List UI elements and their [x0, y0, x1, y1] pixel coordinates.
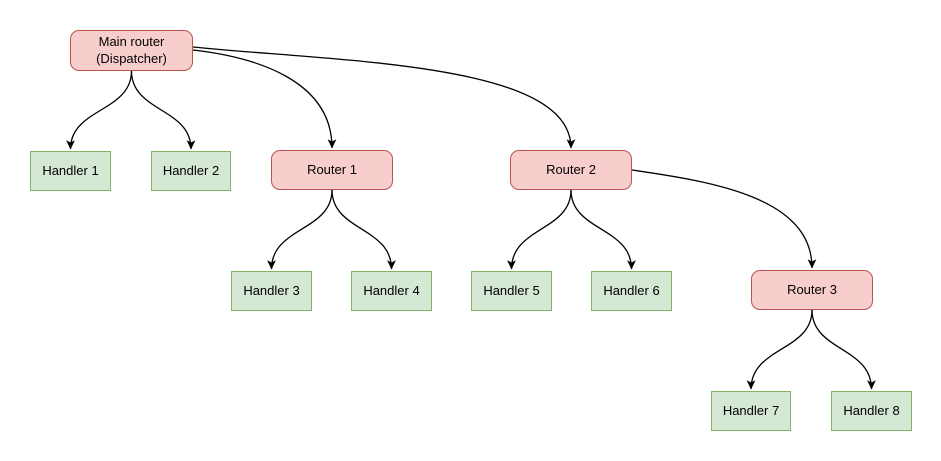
node-handler-3: Handler 3: [231, 271, 312, 311]
edge-router3-to-handler7: [746, 309, 813, 390]
node-handler-7: Handler 7: [711, 391, 791, 431]
node-handler-4-label: Handler 4: [363, 282, 420, 298]
edge-main-to-router2: [192, 46, 576, 149]
node-main-router-label-line1: Main router: [98, 33, 165, 49]
node-handler-3-label: Handler 3: [243, 282, 300, 298]
node-handler-5: Handler 5: [471, 271, 552, 311]
edge-router1-to-handler3: [267, 189, 333, 270]
node-router-2-label: Router 2: [546, 161, 596, 177]
node-main-router: Main router (Dispatcher): [70, 30, 193, 71]
edge-main-to-handler2: [130, 70, 196, 150]
node-main-router-label-line2: (Dispatcher): [96, 50, 167, 66]
edge-router1-to-handler4: [331, 189, 396, 270]
edge-main-to-router1: [192, 49, 337, 149]
edge-router2-to-handler5: [507, 189, 572, 270]
node-handler-2-label: Handler 2: [162, 162, 220, 178]
node-router-1-label: Router 1: [307, 161, 357, 177]
node-handler-8: Handler 8: [831, 391, 912, 431]
edge-router2-to-handler6: [570, 189, 636, 270]
node-handler-1: Handler 1: [30, 151, 111, 191]
node-handler-4: Handler 4: [351, 271, 432, 311]
node-handler-8-label: Handler 8: [843, 402, 900, 418]
node-handler-5-label: Handler 5: [483, 282, 540, 298]
node-router-3-label: Router 3: [787, 281, 837, 297]
edge-router3-to-handler8: [811, 309, 876, 390]
node-handler-1-label: Handler 1: [42, 162, 99, 178]
node-handler-2: Handler 2: [151, 151, 231, 191]
node-handler-6: Handler 6: [591, 271, 672, 311]
edge-main-to-handler1: [66, 70, 133, 150]
node-handler-6-label: Handler 6: [603, 282, 660, 298]
node-router-2: Router 2: [510, 150, 632, 190]
node-router-3: Router 3: [751, 270, 873, 310]
edge-router2-to-router3: [631, 169, 817, 269]
node-handler-7-label: Handler 7: [722, 402, 780, 418]
node-router-1: Router 1: [271, 150, 393, 190]
